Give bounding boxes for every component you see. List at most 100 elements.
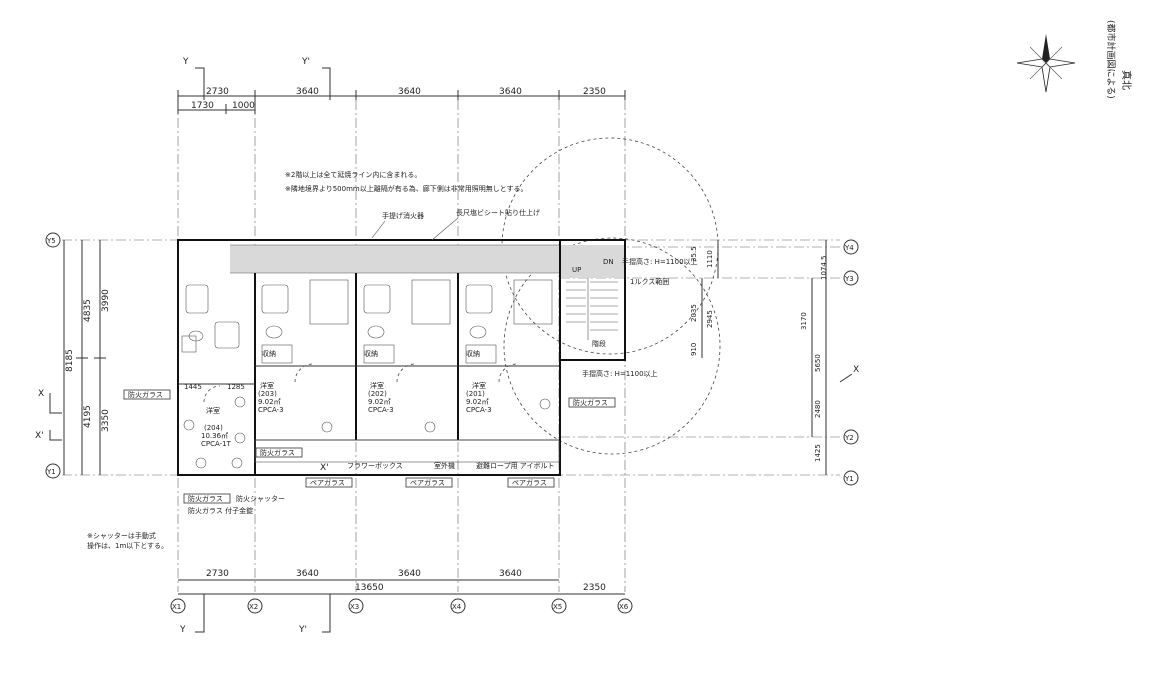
note-top-2: ※隣地境界より500mm以上離隔が有る為、廊下側は非常用照明無しとする。: [285, 184, 528, 193]
dim-right-1110: 1110: [706, 250, 714, 268]
label-fire-glass-lock: 防火ガラス 付子金錠: [188, 506, 253, 515]
dim-left-inner-2: 3350: [101, 409, 111, 432]
section-x-right: X: [853, 365, 859, 375]
unit-202-room: 洋室: [370, 381, 384, 390]
label-stair: 階段: [592, 339, 606, 348]
grid-bubble-y1-right: [843, 470, 859, 486]
dim-bottom-3: 3640: [398, 569, 421, 579]
grid-x5: X5: [553, 603, 562, 611]
grid-bubble-y3: [843, 270, 859, 286]
bottom-dimensions: [178, 579, 625, 595]
label-up: UP: [572, 266, 581, 274]
grid-bubble-y4: [843, 239, 859, 255]
lux-range-circle-small: [503, 237, 721, 455]
dim-right-1074: 1074.5: [820, 256, 828, 281]
left-dimensions: [63, 240, 106, 475]
unit-203-code: CPCA-3: [258, 406, 284, 414]
fire-glass-box-bottom: [183, 493, 231, 504]
dim-top-4: 3640: [499, 87, 522, 97]
section-y-top: Y: [182, 57, 189, 67]
top-dimensions: [177, 90, 626, 114]
grid-bubble-y5: [45, 232, 61, 248]
label-lux-range: 1ルクス範囲: [630, 277, 669, 286]
dim-right-35: 35.5: [690, 246, 698, 262]
grid-y1-left: Y1: [46, 468, 56, 476]
grid-bubbles-x: [170, 598, 633, 614]
grid-y5-left: Y5: [46, 237, 56, 245]
grid-x1: X1: [172, 603, 181, 611]
dim-top-sub-1: 1730: [191, 101, 214, 111]
dim-left-inner-1: 3990: [101, 289, 111, 312]
dim-unit204-1: 1445: [184, 383, 202, 391]
storage-label-202: 収納: [364, 349, 378, 358]
grid-y3-right: Y3: [844, 275, 854, 283]
grid-y1-right: Y1: [844, 475, 854, 483]
grid-x6: X6: [619, 603, 629, 611]
pair-glass-box-3: [507, 477, 555, 488]
grid-y4-right: Y4: [844, 244, 854, 252]
dim-top-sub-2: 1000: [232, 101, 255, 111]
unit-203-no: (203): [258, 390, 277, 398]
dim-top-5: 2350: [583, 87, 606, 97]
unit-203-area: 9.02㎡: [258, 398, 281, 406]
section-markers: [49, 67, 853, 633]
label-fire-shutter: 防火シャッター: [236, 494, 285, 503]
dim-right-2035: 2035: [690, 304, 698, 322]
unit-202-area: 9.02㎡: [368, 398, 391, 406]
note-shutter-1: ※シャッターは手動式: [87, 531, 156, 540]
dim-right-1425: 1425: [814, 444, 822, 462]
label-flower-box: フラワーボックス: [347, 462, 403, 470]
leader-corridor: [431, 217, 459, 241]
fire-glass-box-right: [568, 397, 616, 408]
note-top-1: ※2階以上は全て延焼ライン内に含まれる。: [285, 170, 421, 179]
label-outdoor-unit: 室外機: [434, 461, 455, 470]
dim-bottom-2: 3640: [296, 569, 319, 579]
dim-right-2945: 2945: [706, 310, 714, 328]
section-yp-bottom: Y': [298, 625, 307, 635]
storage-label-201: 収納: [466, 349, 480, 358]
storage-label-203: 収納: [262, 349, 276, 358]
label-fire-glass-right: 防火ガラス: [573, 398, 608, 407]
grid-x4: X4: [452, 603, 462, 611]
fire-glass-box-mid: [255, 447, 303, 458]
pair-glass-box-1: [305, 477, 353, 488]
dim-right-910: 910: [690, 343, 698, 356]
dim-top-3: 3640: [398, 87, 421, 97]
leader-extinguisher: [371, 220, 386, 239]
dim-right-5650: 5650: [814, 354, 822, 372]
building-plan: [177, 239, 626, 476]
grid-y2-right: Y2: [844, 434, 854, 442]
dim-right-2480: 2480: [814, 400, 822, 418]
north-arrow-icon: [1016, 34, 1076, 93]
unit-201-no: (201): [466, 390, 485, 398]
grid-x2: X2: [249, 603, 258, 611]
dim-total: 13650: [355, 583, 384, 593]
grid-bubble-y2: [843, 429, 859, 445]
label-rope-eyebolt: 避難ロープ用 アイボルト: [476, 461, 554, 470]
section-xp-left: X': [35, 431, 44, 441]
label-handrail-mid: 手摺高さ: H=1100以上: [582, 369, 658, 378]
dim-bottom-1: 2730: [206, 569, 229, 579]
dim-top-2: 3640: [296, 87, 319, 97]
unit-204-area: 10.36㎡: [201, 432, 228, 440]
dim-left-mid-2: 4195: [83, 405, 93, 428]
right-dimensions: [701, 240, 827, 475]
section-x-left: X: [38, 389, 44, 399]
unit-202-code: CPCA-3: [368, 406, 394, 414]
label-pair-glass-2: ペアガラス: [410, 478, 445, 487]
section-xp-mid: X': [320, 463, 329, 473]
dim-bottom-4: 3640: [499, 569, 522, 579]
label-fire-glass-mid: 防火ガラス: [260, 448, 295, 457]
dim-bottom-5: 2350: [583, 583, 606, 593]
unit-201-code: CPCA-3: [466, 406, 492, 414]
dim-top-1: 2730: [206, 87, 229, 97]
unit-201-room: 洋室: [472, 381, 486, 390]
unit-204-no: (204): [204, 424, 223, 432]
dim-unit204-2: 1285: [227, 383, 245, 391]
unit-204-code: CPCA-1T: [201, 440, 232, 448]
pair-glass-box-2: [405, 477, 453, 488]
dim-right-3170: 3170: [800, 312, 808, 330]
fire-glass-box-left: [123, 389, 171, 400]
dim-left-outer: 8185: [65, 349, 75, 372]
